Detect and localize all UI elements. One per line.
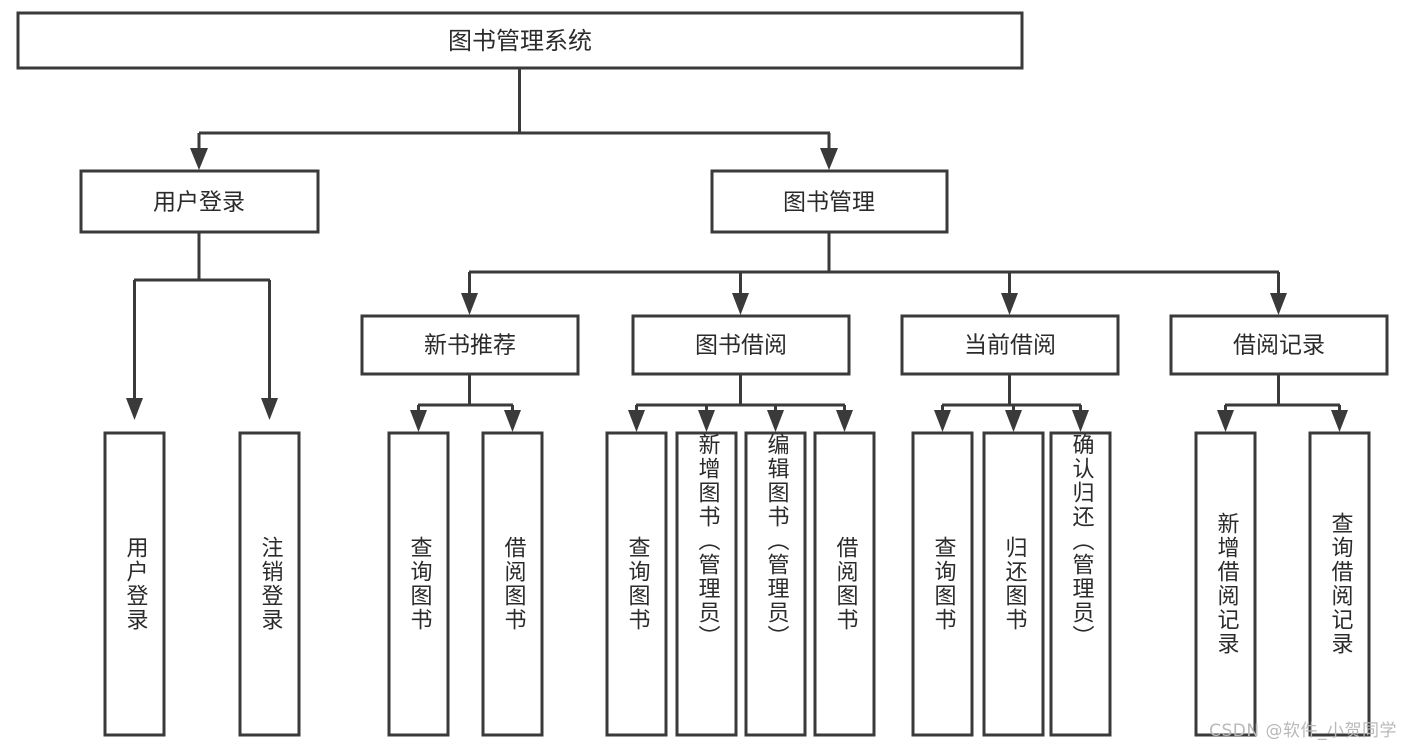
leaf-box-return-book[interactable] bbox=[982, 431, 1045, 737]
node-book-management[interactable]: 图书管理 bbox=[710, 169, 949, 234]
leaf-box-query-book-2[interactable] bbox=[605, 431, 668, 737]
leaf-box-query-record[interactable] bbox=[1308, 431, 1371, 737]
node-user-login[interactable]: 用户登录 bbox=[79, 169, 320, 234]
node-book-borrow[interactable]: 图书借阅 bbox=[631, 314, 851, 376]
node-book-management-label: 图书管理 bbox=[783, 190, 875, 216]
node-new-book-recommend[interactable]: 新书推荐 bbox=[360, 314, 580, 376]
leaf-box-user-login[interactable] bbox=[103, 431, 166, 737]
csdn-watermark: CSDN @软件_小贺同学 bbox=[1209, 721, 1397, 741]
connector-new-book-recommend-to-leaves bbox=[410, 375, 521, 432]
connector-book-management-to-level3 bbox=[461, 232, 1287, 315]
node-root[interactable]: 图书管理系统 bbox=[16, 11, 1024, 70]
node-current-borrow-label: 当前借阅 bbox=[964, 333, 1056, 359]
leaf-box-borrow-book-1[interactable] bbox=[481, 431, 544, 737]
connector-book-borrow-to-leaves bbox=[628, 375, 853, 432]
leaf-box-confirm-return[interactable] bbox=[1049, 431, 1112, 737]
connector-borrow-record-to-leaves bbox=[1217, 375, 1348, 432]
leaf-box-edit-book[interactable] bbox=[744, 431, 807, 737]
node-root-label: 图书管理系统 bbox=[448, 27, 592, 55]
connector-root-to-level2 bbox=[190, 68, 838, 170]
node-book-borrow-label: 图书借阅 bbox=[695, 333, 787, 359]
leaf-box-add-record[interactable] bbox=[1194, 431, 1257, 737]
leaf-box-query-book-1[interactable] bbox=[387, 431, 450, 737]
leaf-box-borrow-book-2[interactable] bbox=[813, 431, 876, 737]
leaf-box-query-book-3[interactable] bbox=[911, 431, 974, 737]
leaf-box-logout-login[interactable] bbox=[238, 431, 301, 737]
node-user-login-label: 用户登录 bbox=[153, 190, 245, 216]
connector-current-borrow-to-leaves bbox=[934, 375, 1089, 432]
leaf-box-add-book[interactable] bbox=[675, 431, 738, 737]
node-borrow-record-label: 借阅记录 bbox=[1233, 333, 1325, 359]
connector-user-login-to-leaves bbox=[126, 232, 278, 420]
node-borrow-record[interactable]: 借阅记录 bbox=[1169, 314, 1389, 376]
node-new-book-recommend-label: 新书推荐 bbox=[424, 333, 516, 359]
node-current-borrow[interactable]: 当前借阅 bbox=[900, 314, 1120, 376]
